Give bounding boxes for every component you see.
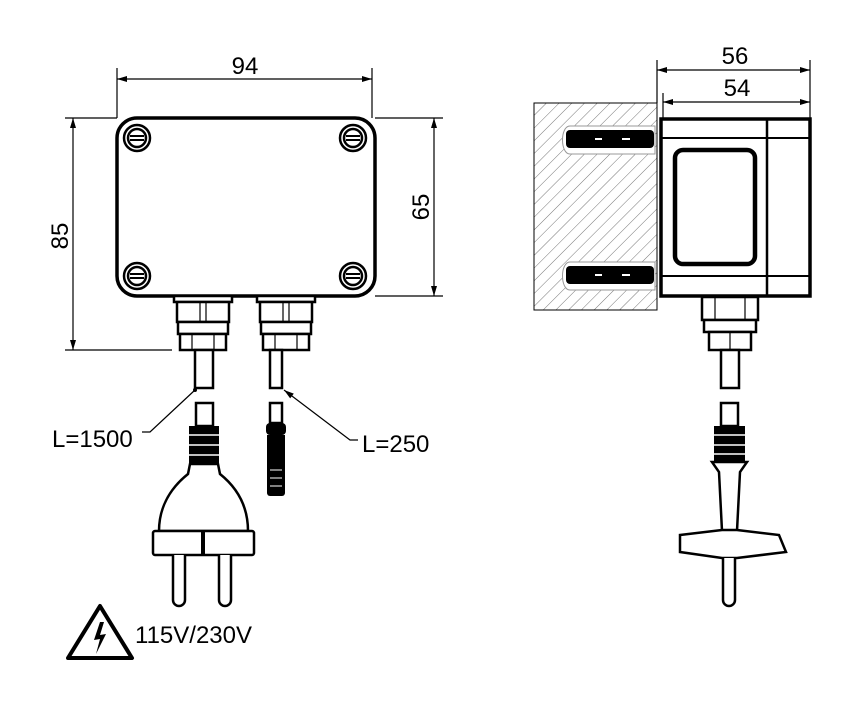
dimension-box-depth-label: 54 [724,75,751,102]
voltage-label: 115V/230V [135,622,252,649]
screw-icon [122,123,368,291]
cable-gland-left [172,294,234,390]
cable-gland-side [700,295,760,390]
dimension-width: 94 [116,53,373,118]
wall-anchor [562,125,656,291]
cable-gland-right [255,294,317,390]
high-voltage-warning-icon [66,604,134,660]
dimension-box-height: 65 [375,117,443,297]
side-view: 56 54 [533,43,812,608]
dimension-total-height: 85 [47,117,172,351]
dimension-width-label: 94 [232,53,259,80]
front-view: 94 85 65 [47,53,443,660]
dimension-box-height-label: 65 [408,194,435,221]
dimension-total-depth-label: 56 [722,43,749,70]
dimension-box-depth: 54 [662,75,810,118]
dimension-total-height-label: 85 [47,223,74,250]
power-plug-icon [151,401,256,608]
dimension-total-depth: 56 [656,43,811,118]
plug-side-icon [678,401,788,608]
cable-short-label: L=250 [362,431,429,458]
leader-line-long [142,389,196,433]
cable-long-label: L=1500 [52,426,133,453]
sensor-connector-icon [266,401,286,496]
enclosure-window [672,147,758,267]
enclosure-front [115,116,377,298]
leader-line-short [283,389,358,441]
